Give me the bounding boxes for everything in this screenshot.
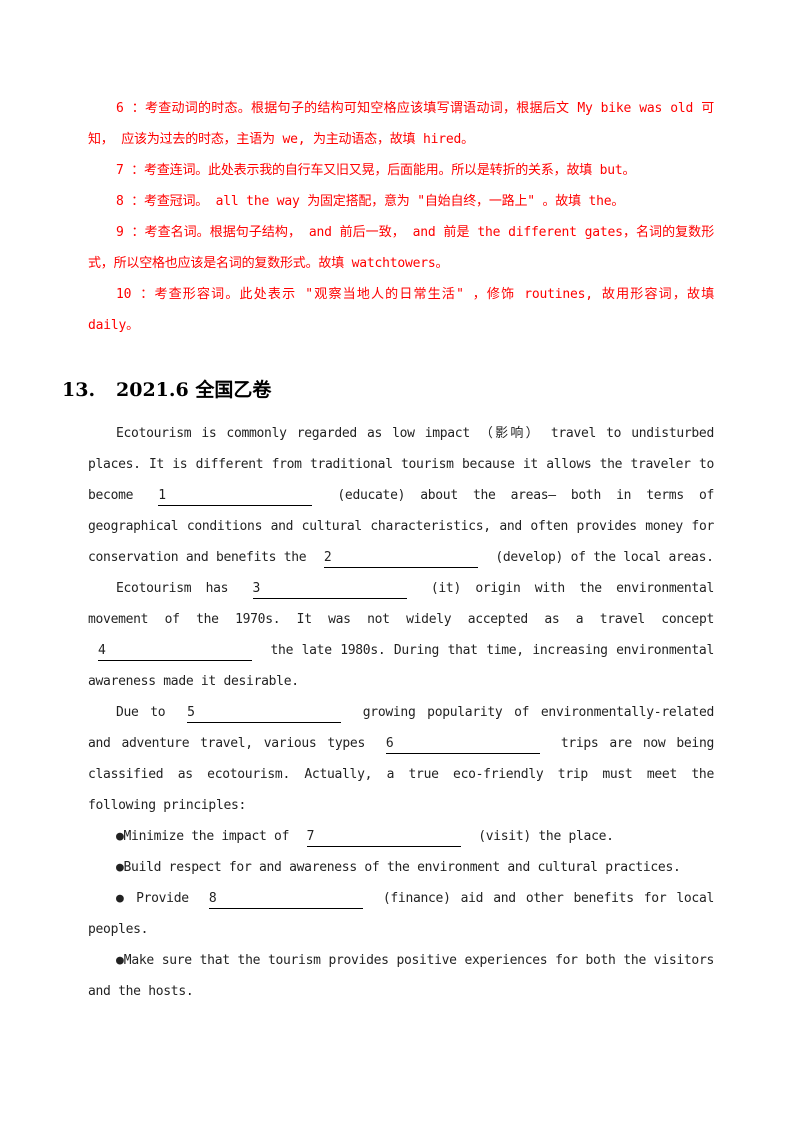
blank-8[interactable]: 8 xyxy=(208,890,363,909)
blank-1[interactable]: 1 xyxy=(158,487,313,506)
blank-4[interactable]: 4 xyxy=(98,642,252,661)
answer-explanations: 6 ：考查动词的时态。根据句子的结构可知空格应该填写谓语动词，根据后文 My b… xyxy=(88,93,714,341)
principle-4: ●Make sure that the tourism provides pos… xyxy=(88,953,714,999)
answer-9: 9 ：考查名词。根据句子结构， and 前后一致， and 前是 the dif… xyxy=(88,225,714,271)
passage-paragraph-2: Ecotourism has 3 (it) origin with the en… xyxy=(88,580,715,689)
blank-7[interactable]: 7 xyxy=(306,828,461,847)
blank-5[interactable]: 5 xyxy=(187,704,342,723)
cloze-passage: Ecotourism is commonly regarded as low i… xyxy=(88,418,714,1007)
answer-6: 6 ：考查动词的时态。根据句子的结构可知空格应该填写谓语动词，根据后文 My b… xyxy=(88,101,714,147)
passage-paragraph-1: Ecotourism is commonly regarded as low i… xyxy=(88,418,714,573)
answer-10: 10 ：考查形容词。此处表示 "观察当地人的日常生活" ，修饰 routines… xyxy=(88,287,714,333)
answer-7: 7 ：考查连词。此处表示我的自行车又旧又晃，后面能用。所以是转折的关系，故填 b… xyxy=(116,163,636,178)
blank-3[interactable]: 3 xyxy=(252,580,407,599)
principle-3: ● Provide 8 (finance) aid and other bene… xyxy=(88,890,715,937)
blank-2[interactable]: 2 xyxy=(323,549,478,568)
answer-8: 8 ：考查冠词。 all the way 为固定搭配，意为 "自始自终，一路上"… xyxy=(116,194,625,209)
principle-2: ●Build respect for and awareness of the … xyxy=(116,860,681,875)
blank-6[interactable]: 6 xyxy=(385,735,540,754)
principle-1: ●Minimize the impact of 7 (visit) the pl… xyxy=(88,821,714,852)
section-number: 13. xyxy=(62,379,96,401)
section-title: 2021.6 全国乙卷 xyxy=(116,379,272,401)
section-heading: 13. 2021.6 全国乙卷 xyxy=(62,375,271,402)
passage-paragraph-3: Due to 5 growing popularity of environme… xyxy=(88,704,715,813)
